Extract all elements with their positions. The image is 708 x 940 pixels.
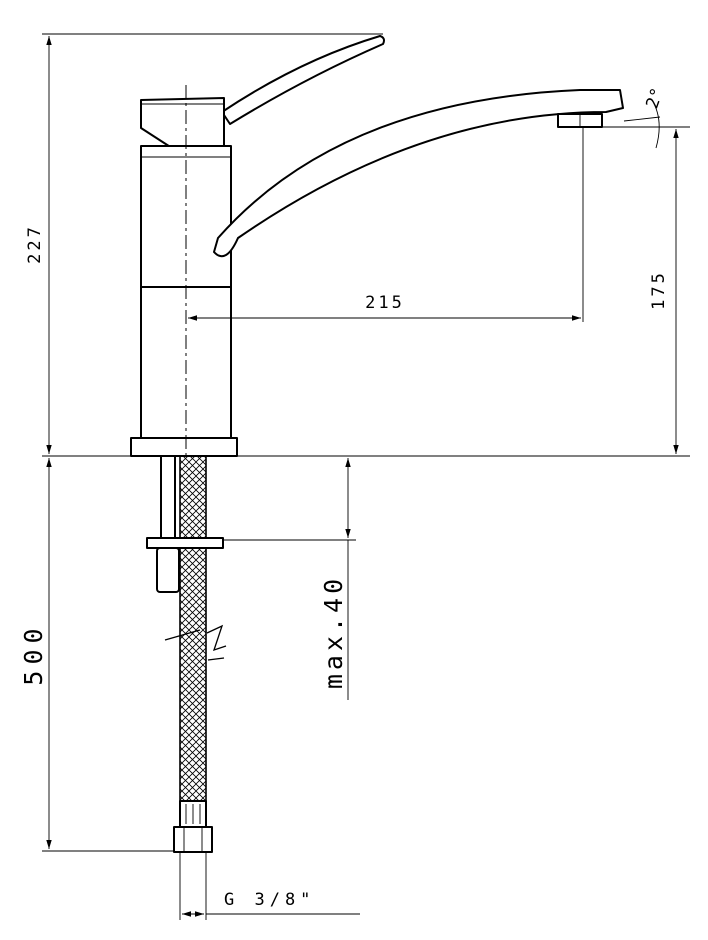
label-spout-height: 175 [649,270,669,310]
label-total-height: 227 [25,224,45,264]
label-spout-angle: 2° [642,85,668,111]
dimension-lines [46,36,679,917]
mounting-parts [146,455,227,853]
handle-cap [140,97,225,151]
stud-nut [156,547,180,593]
label-thread: G 3/8" [224,890,315,910]
base-plate [130,437,238,457]
label-spout-reach: 215 [365,293,405,313]
label-hose-length: 500 [19,622,48,685]
threaded-stud [160,455,176,539]
dim-angle-arc [651,99,660,149]
braided-hose [179,455,207,802]
hex-nut [173,826,213,853]
spout [213,89,624,258]
faucet-outline [130,35,624,457]
reference-lines [42,33,690,920]
fixing-washer [146,537,224,549]
lever-handle [221,35,385,125]
dimension-labels: 227 500 175 215 max.40 G 3/8" 2° [19,85,669,910]
label-max-thickness: max.40 [319,575,348,689]
